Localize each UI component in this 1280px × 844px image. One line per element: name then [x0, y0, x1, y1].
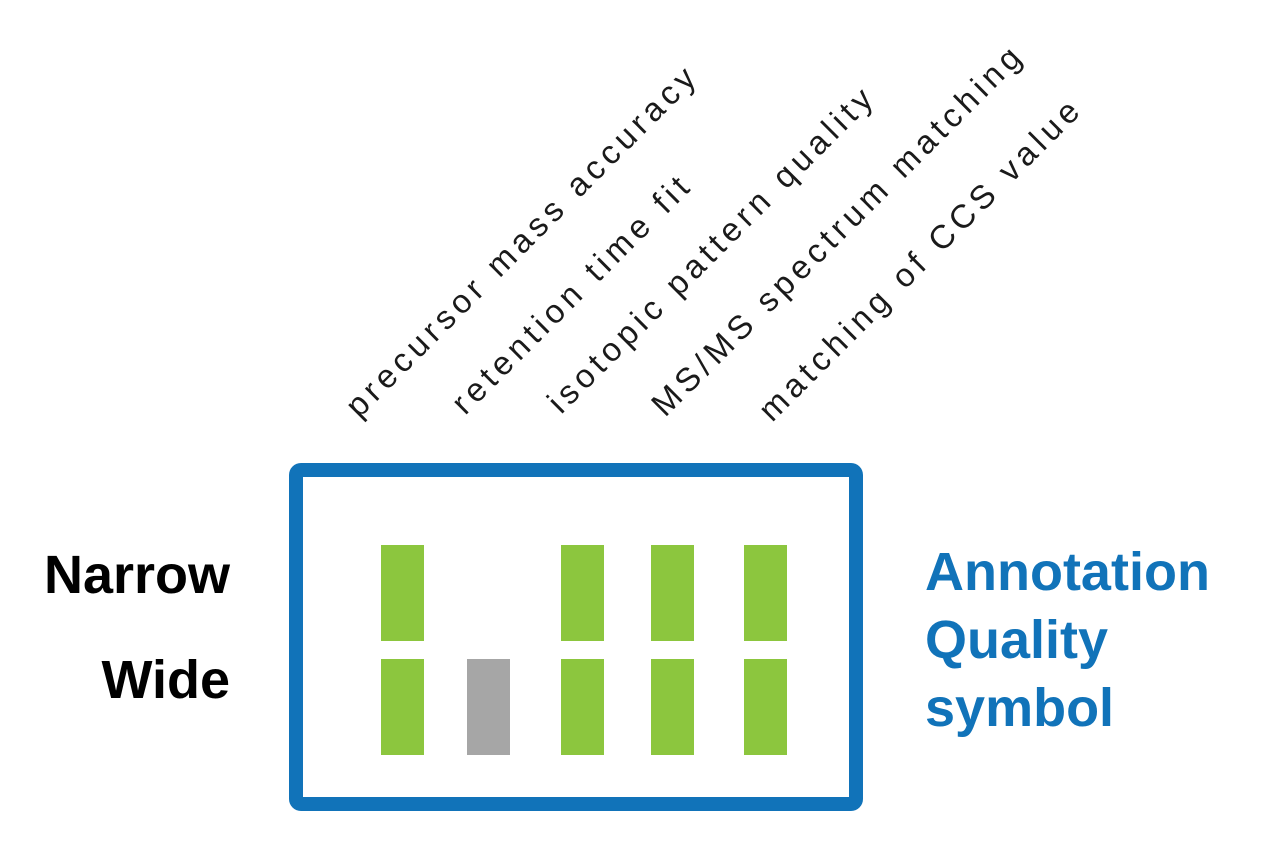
- row-label-wide: Wide: [101, 650, 230, 710]
- bar-narrow-matching-of-ccs-value: [744, 545, 787, 641]
- bar-narrow-msms-spectrum-matching: [651, 545, 694, 641]
- bar-wide-isotopic-pattern-quality: [561, 659, 604, 755]
- bar-wide-retention-time-fit: [467, 659, 510, 755]
- bar-wide-matching-of-ccs-value: [744, 659, 787, 755]
- bar-narrow-precursor-mass-accuracy: [381, 545, 424, 641]
- row-label-narrow: Narrow: [43, 545, 230, 605]
- legend-caption-line-1: Annotation: [925, 542, 1210, 602]
- bar-wide-msms-spectrum-matching: [651, 659, 694, 755]
- legend-caption-line-3: symbol: [925, 678, 1115, 738]
- bar-wide-precursor-mass-accuracy: [381, 659, 424, 755]
- column-label-precursor-mass-accuracy: precursor mass accuracy: [337, 55, 706, 424]
- legend-caption-line-2: Quality: [925, 610, 1109, 670]
- legend-caption: Annotation Quality symbol: [925, 538, 1210, 742]
- bar-narrow-isotopic-pattern-quality: [561, 545, 604, 641]
